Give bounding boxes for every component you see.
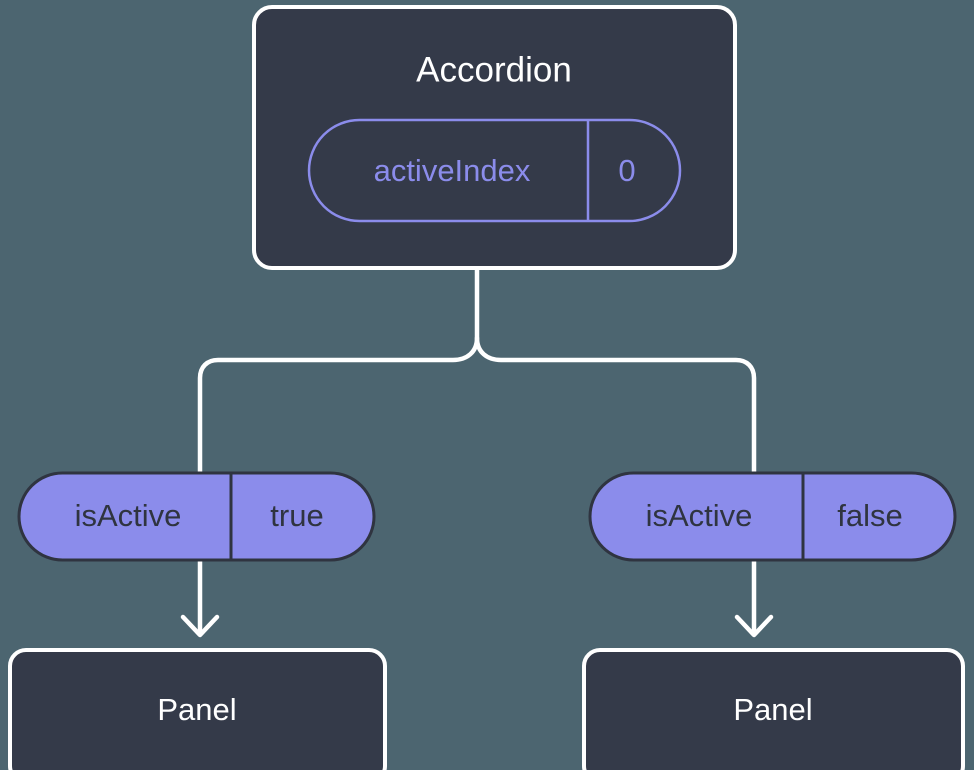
prop-pill-right-key: isActive xyxy=(646,498,753,533)
panel-right-title: Panel xyxy=(733,692,812,727)
node-panel-right[interactable]: Panel xyxy=(582,648,965,770)
arrow-head-right-icon xyxy=(734,614,774,638)
state-pill-activeindex-value: 0 xyxy=(618,153,635,188)
node-panel-left[interactable]: Panel xyxy=(8,648,387,770)
prop-pill-right[interactable]: isActive false xyxy=(588,471,957,562)
prop-pill-left-value: true xyxy=(270,498,323,533)
accordion-title: Accordion xyxy=(416,50,572,89)
accordion-card-background xyxy=(252,5,737,270)
connector-group xyxy=(180,267,774,638)
state-pill-activeindex-key: activeIndex xyxy=(374,153,531,188)
prop-pill-right-background xyxy=(588,471,957,562)
prop-pill-left-key: isActive xyxy=(75,498,182,533)
state-pill-activeindex[interactable]: activeIndex 0 xyxy=(307,118,682,223)
prop-pill-left[interactable]: isActive true xyxy=(17,471,376,562)
state-pill-activeindex-outline xyxy=(307,118,682,223)
prop-pill-right-value: false xyxy=(837,498,902,533)
prop-pill-left-background xyxy=(17,471,376,562)
panel-right-card-background xyxy=(582,648,965,770)
connector-parent-to-branches xyxy=(197,267,480,475)
panel-left-title: Panel xyxy=(157,692,236,727)
node-accordion[interactable]: Accordion activeIndex 0 xyxy=(252,5,737,270)
panel-left-card-background xyxy=(8,648,387,770)
connector-parent-to-right-branch xyxy=(474,335,757,475)
arrow-head-left-icon xyxy=(180,614,220,638)
